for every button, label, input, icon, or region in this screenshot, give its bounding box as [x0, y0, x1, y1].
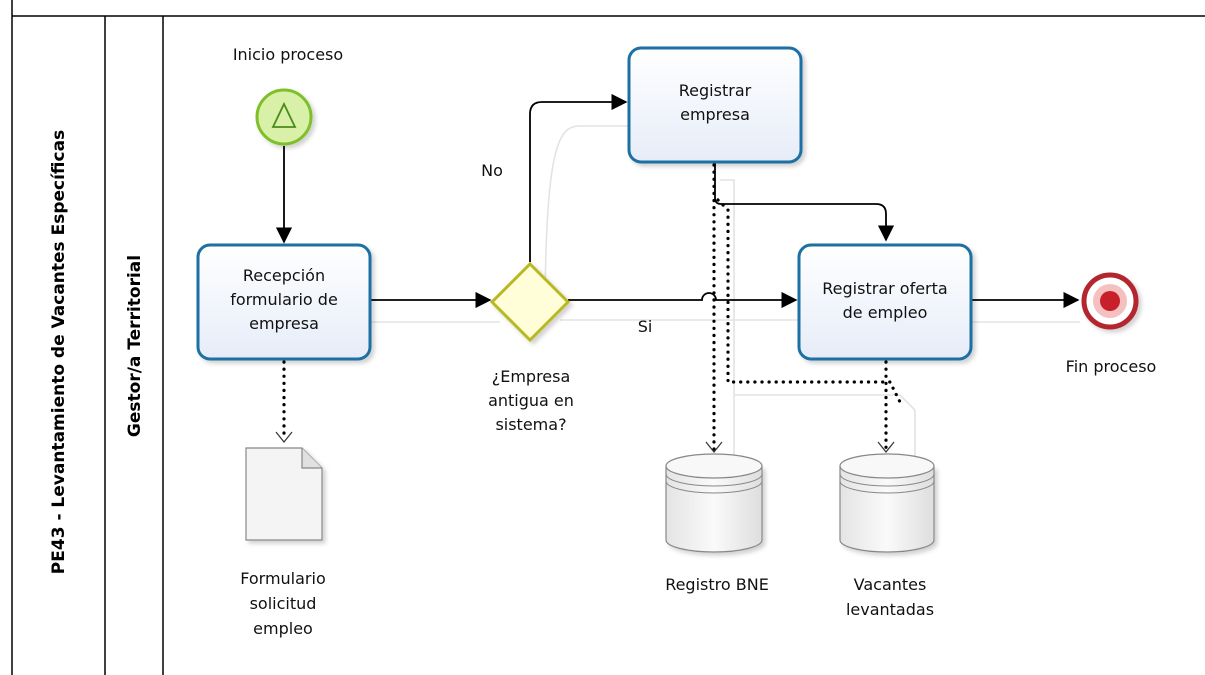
gateway-yes-label: Si	[638, 317, 653, 336]
start-event-label: Inicio proceso	[233, 45, 343, 64]
document-label-line-1: Formulario	[240, 569, 326, 588]
task-registrar-empresa[interactable]: Registrar empresa	[627, 46, 803, 164]
data-store-registro-bne-label: Registro BNE	[665, 575, 769, 594]
flow-empresa-to-oferta	[714, 162, 895, 242]
data-associations	[275, 163, 902, 453]
task-registrar-empresa-line-1: Registrar	[679, 81, 752, 100]
task-registrar-oferta-line-2: de empleo	[843, 303, 928, 322]
data-store-registro-bne[interactable]	[665, 453, 763, 553]
data-object-document[interactable]	[245, 447, 323, 541]
ghost-lines	[370, 125, 1080, 460]
triangle-signal-icon	[271, 101, 297, 128]
task-recepcion-formulario[interactable]: Recepción formulario de empresa	[196, 243, 372, 361]
gateway-label-line-2: antigua en	[488, 391, 574, 410]
exclusive-gateway[interactable]	[489, 261, 571, 343]
document-label-line-2: solicitud	[250, 594, 317, 613]
data-store-vacantes-label-line-1: Vacantes	[854, 575, 927, 594]
task-registrar-empresa-line-2: empresa	[680, 105, 750, 124]
task-recepcion-line-1: Recepción	[243, 266, 325, 285]
data-store-vacantes[interactable]	[839, 453, 935, 553]
pool	[11, 0, 1205, 675]
flow-gateway-si	[568, 291, 798, 309]
flow-gateway-no	[529, 93, 628, 262]
data-store-vacantes-label-line-2: levantadas	[846, 600, 934, 619]
sequence-flows	[275, 93, 1080, 309]
task-recepcion-line-3: empresa	[249, 314, 319, 333]
page-fold-icon	[301, 448, 322, 469]
task-recepcion-line-2: formulario de	[230, 290, 338, 309]
task-registrar-oferta-line-1: Registrar oferta	[822, 279, 947, 298]
task-registrar-oferta[interactable]: Registrar oferta de empleo	[797, 243, 973, 361]
gateway-label-line-3: sistema?	[495, 415, 566, 434]
end-event[interactable]	[1081, 272, 1139, 330]
gateway-label-line-1: ¿Empresa	[492, 367, 571, 386]
assoc-empresa-vacantes	[716, 198, 902, 404]
end-event-label: Fin proceso	[1066, 357, 1157, 376]
gateway-no-label: No	[481, 161, 503, 180]
pool-label: PE43 - Levantamiento de Vacantes Específ…	[49, 130, 69, 574]
document-label-line-3: empleo	[253, 619, 313, 638]
start-event[interactable]	[255, 88, 313, 146]
lane-label: Gestor/a Territorial	[125, 255, 145, 437]
